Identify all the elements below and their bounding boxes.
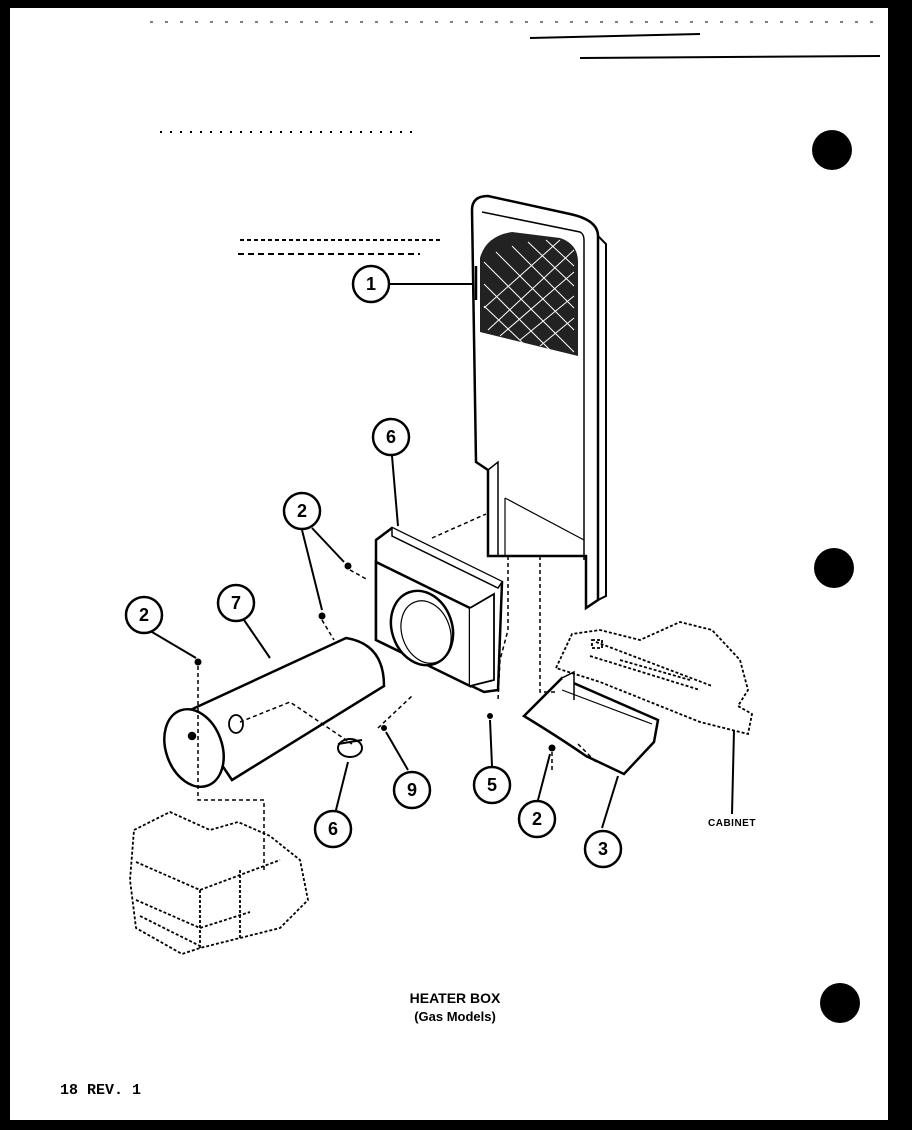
callout-7	[216, 583, 256, 623]
callout-2-left	[124, 595, 164, 635]
burner-tube	[163, 636, 386, 789]
scan-noise	[150, 21, 881, 255]
bottom-shield	[521, 670, 660, 776]
diagram-title: HEATER BOX	[409, 990, 501, 1006]
screw-icon	[548, 744, 556, 752]
binder-hole-top	[812, 130, 852, 170]
screw-icon	[318, 612, 326, 620]
gas-valve-outline	[129, 811, 309, 955]
callout-label: 7	[231, 593, 241, 613]
callout-6-top	[371, 417, 411, 457]
callout-label: 2	[139, 605, 149, 625]
flame-sensor-icon	[337, 738, 363, 758]
screw-icon	[194, 658, 202, 666]
page-reference: 18 REV. 1	[60, 1082, 142, 1099]
callout-label: 5	[487, 775, 497, 795]
callout-label: 6	[328, 819, 338, 839]
binder-hole-bottom	[820, 983, 860, 1023]
fasteners	[194, 562, 556, 752]
cabinet-label: CABINET	[708, 818, 756, 829]
callout-2-upper	[282, 491, 322, 531]
leader-lines	[151, 283, 735, 829]
callout-label: 1	[366, 274, 376, 294]
screw-icon	[487, 713, 493, 719]
diagram-subtitle: (Gas Models)	[414, 1009, 496, 1024]
callout-label: 6	[386, 427, 396, 447]
callout-5	[472, 765, 512, 805]
grille-icon	[480, 232, 578, 356]
callout-2-lower	[517, 799, 557, 839]
callout-labels: 1 6 2 2 7 9 6 5 2 3	[139, 274, 608, 859]
callout-label: 2	[532, 809, 542, 829]
callout-6-bottom	[313, 809, 353, 849]
callout-3	[583, 829, 623, 869]
callout-1	[351, 264, 391, 304]
callout-circles	[124, 264, 623, 869]
callout-label: 9	[407, 780, 417, 800]
binder-hole-middle	[814, 548, 854, 588]
assembly-lines	[197, 513, 597, 870]
cabinet-outline	[554, 621, 754, 736]
callout-label: 2	[297, 501, 307, 521]
flange-gasket	[374, 526, 504, 694]
callout-9	[392, 770, 432, 810]
callout-label: 3	[598, 839, 608, 859]
screw-icon	[381, 725, 387, 731]
screw-icon	[344, 562, 352, 570]
